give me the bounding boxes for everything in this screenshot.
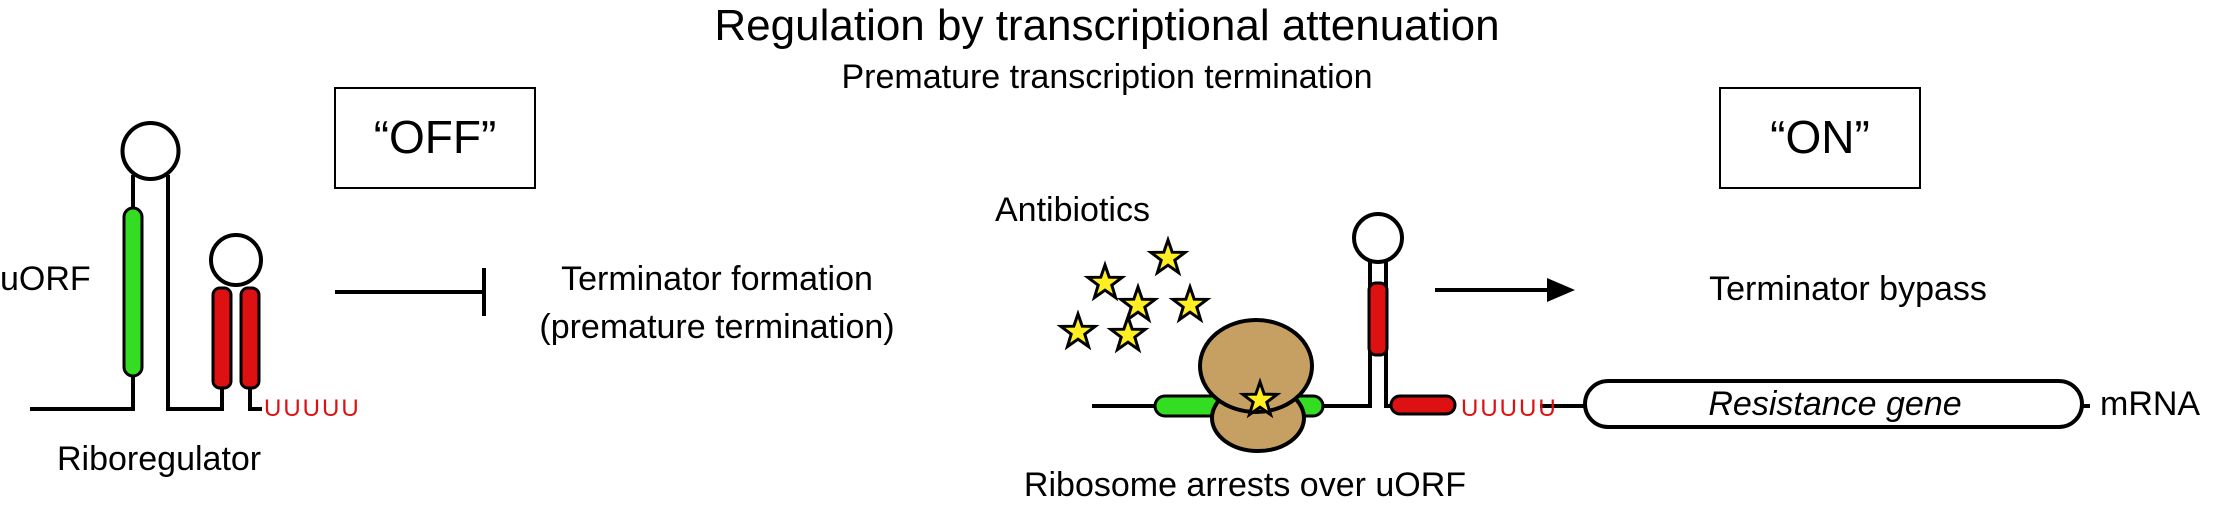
terminator-segment xyxy=(1389,394,1457,416)
ribosome-arrest-label: Ribosome arrests over uORF xyxy=(1024,466,1466,504)
ribosome xyxy=(1198,318,1314,453)
antibiotic-star-icon xyxy=(1083,260,1127,302)
resistance-gene-label: Resistance gene xyxy=(1708,385,1961,423)
terminator-formation-label: Terminator formation xyxy=(561,260,873,298)
uorf-label: uORF xyxy=(0,260,91,298)
premature-termination-label: (premature termination) xyxy=(539,308,894,346)
page-subtitle: Premature transcription termination xyxy=(841,58,1372,96)
mrna-line xyxy=(1092,258,1585,408)
antibiotic-molecules xyxy=(1056,235,1212,354)
on-panel: “ON” Antibiotics UUUUU Resistance gen xyxy=(995,87,2200,504)
terminator-hairpin-loop xyxy=(209,233,263,287)
on-state-label: “ON” xyxy=(1770,111,1870,163)
antibiotic-star-icon xyxy=(1106,312,1150,354)
uorf-hairpin-loop xyxy=(120,121,181,181)
poly-u-tail: UUUUU xyxy=(264,395,361,422)
mrna-label: mRNA xyxy=(2100,385,2200,423)
uorf-segment xyxy=(122,206,144,378)
antibiotic-star-icon xyxy=(1146,235,1190,277)
antiterminator-segment xyxy=(1367,281,1389,357)
antiterminator-hairpin-loop xyxy=(1352,212,1404,264)
antibiotic-star-icon xyxy=(1056,309,1100,351)
off-state-label: “OFF” xyxy=(374,111,497,163)
inhibition-arrow xyxy=(335,268,486,316)
activation-arrowhead xyxy=(1547,278,1575,302)
terminator-segment-right xyxy=(239,286,261,390)
antibiotic-star-icon xyxy=(1116,282,1160,324)
antibiotic-star-icon xyxy=(1168,282,1212,324)
off-panel: “OFF” UUUUU uORF Riboregulator Terminato… xyxy=(0,87,895,478)
terminator-bypass-label: Terminator bypass xyxy=(1709,270,1987,308)
ribosome-large-subunit xyxy=(1198,318,1314,414)
terminator-segment-left xyxy=(211,286,233,390)
page-title: Regulation by transcriptional attenuatio… xyxy=(714,1,1499,50)
riboregulator-label: Riboregulator xyxy=(57,440,261,478)
on-state-box xyxy=(1719,87,1921,189)
off-state-box xyxy=(334,87,536,189)
poly-u-tail: UUUUU xyxy=(1461,395,1558,422)
bound-antibiotic-star-icon xyxy=(1238,377,1282,419)
antibiotics-label: Antibiotics xyxy=(995,191,1150,229)
